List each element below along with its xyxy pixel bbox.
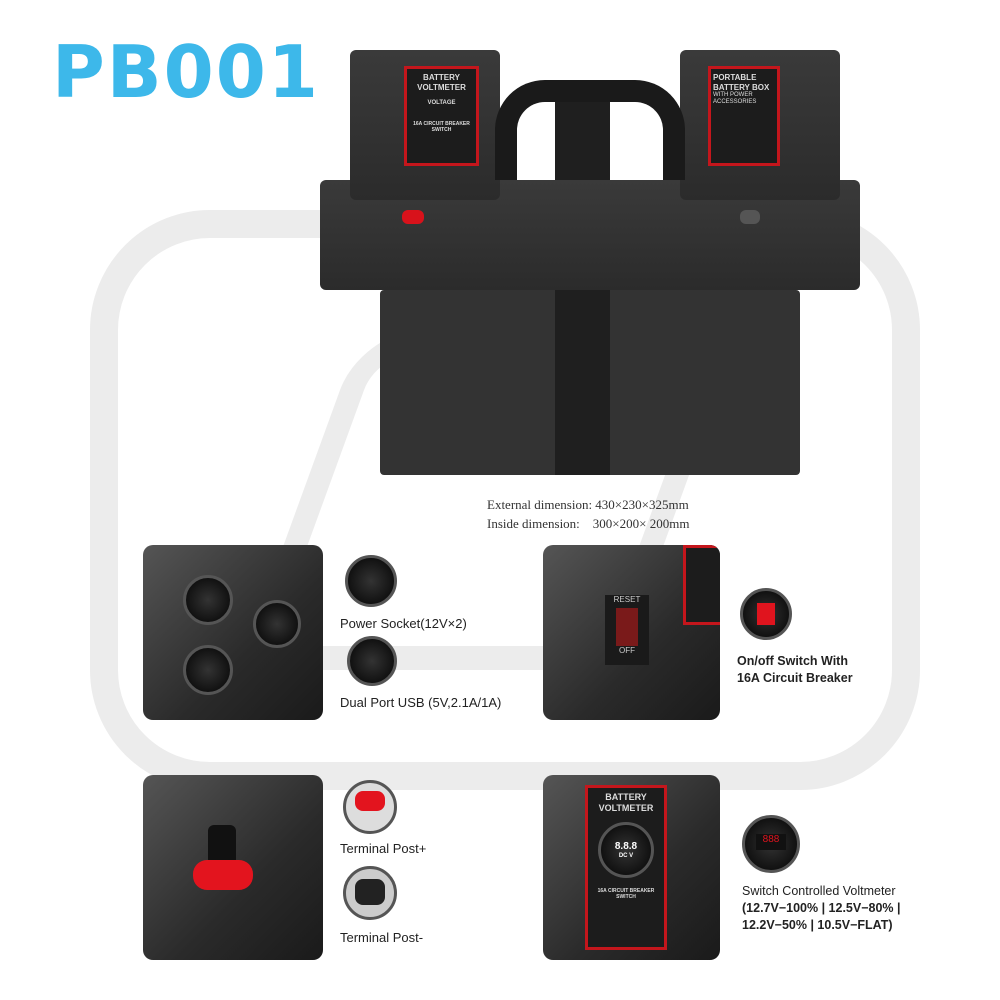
- label-text: 16A CIRCUIT BREAKER SWITCH: [597, 887, 655, 900]
- voltmeter-display: 8.8.8 DC V: [598, 821, 654, 878]
- battery-box-image: BATTERY VOLTMETER VOLTAGE 16A CIRCUIT BR…: [320, 30, 860, 480]
- terminal-photo: [143, 775, 323, 960]
- power-socket-label: Power Socket(12V×2): [340, 616, 467, 631]
- switch-label: On/off Switch With 16A Circuit Breaker: [737, 653, 853, 687]
- terminal-negative-icon: [343, 866, 397, 920]
- switch-reset-text: RESET: [613, 595, 641, 604]
- label-text: WITH POWER: [713, 92, 753, 99]
- product-label: PORTABLE BATTERY BOX WITH POWER ACCESSOR…: [708, 66, 780, 166]
- terminal-positive-label: Terminal Post+: [340, 841, 427, 856]
- voltmeter-label-text: Switch Controlled Voltmeter (12.7V−100% …: [742, 883, 901, 934]
- switch-icon: [740, 588, 792, 640]
- voltmeter-label: BATTERY VOLTMETER VOLTAGE 16A CIRCUIT BR…: [404, 66, 479, 166]
- label-text: VOLTAGE: [427, 100, 456, 107]
- voltmeter-photo: BATTERY VOLTMETER 8.8.8 DC V 16A CIRCUIT…: [543, 775, 720, 960]
- switch-off-text: OFF: [619, 646, 635, 655]
- label-text: VOLTMETER: [598, 802, 654, 813]
- switch-label-line: 16A Circuit Breaker: [737, 670, 853, 685]
- voltmeter-label-line: (12.7V−100% | 12.5V−80% |: [742, 900, 901, 915]
- label-text: BATTERY: [423, 73, 460, 82]
- switch-panel: RESET OFF: [605, 595, 649, 665]
- label-text: BATTERY BOX: [713, 82, 770, 92]
- negative-terminal-icon: [740, 210, 760, 224]
- label-text: PORTABLE: [713, 73, 757, 82]
- usb-label: Dual Port USB (5V,2.1A/1A): [340, 695, 502, 710]
- voltmeter-label-line: Switch Controlled Voltmeter: [742, 884, 896, 898]
- sockets-photo: [143, 545, 323, 720]
- external-dimension: External dimension: 430×230×325mm: [487, 497, 689, 512]
- display-digits: 8.8.8: [614, 840, 638, 852]
- switch-label-line: On/off Switch With: [737, 654, 848, 668]
- label-text: 16A CIRCUIT BREAKER SWITCH: [413, 121, 470, 134]
- switch-photo: RESET OFF: [543, 545, 720, 720]
- label-text: ACCESSORIES: [713, 99, 757, 106]
- inside-dimension: Inside dimension: 300×200× 200mm: [487, 515, 690, 531]
- handle: [495, 80, 685, 180]
- voltmeter-icon: 888: [742, 815, 800, 873]
- product-title: PB001: [52, 30, 320, 114]
- terminal-negative-label: Terminal Post-: [340, 930, 424, 945]
- display-unit: DC V: [618, 852, 634, 859]
- terminal-positive-icon: [343, 780, 397, 834]
- voltmeter-label-line: 12.2V−50% | 10.5V−FLAT): [742, 917, 893, 932]
- positive-terminal-icon: [402, 210, 424, 224]
- label-text: VOLTMETER: [417, 82, 466, 92]
- usb-port-icon: [347, 636, 397, 686]
- voltmeter-panel: BATTERY VOLTMETER 8.8.8 DC V 16A CIRCUIT…: [585, 785, 667, 950]
- power-socket-icon: [345, 555, 397, 607]
- label-text: BATTERY: [605, 792, 647, 802]
- red-terminal-icon: [193, 860, 253, 890]
- socket-icon: [183, 645, 233, 695]
- usb-socket-icon: [253, 600, 301, 648]
- socket-icon: [183, 575, 233, 625]
